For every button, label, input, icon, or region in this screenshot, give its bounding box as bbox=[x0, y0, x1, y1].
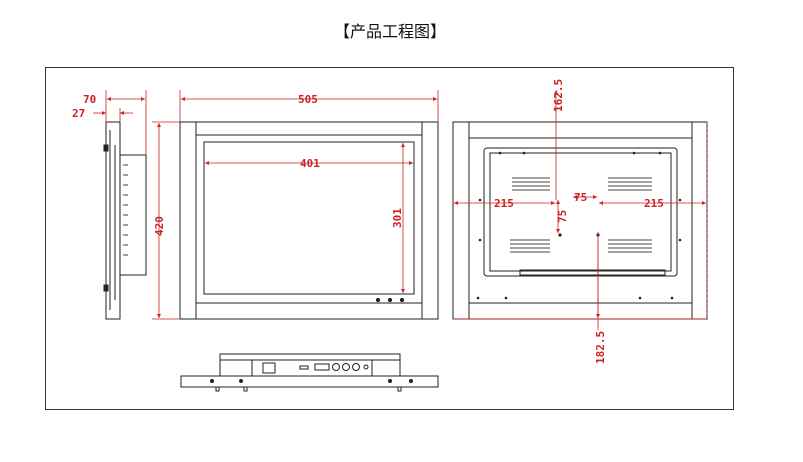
dim-back-left: 215 bbox=[494, 197, 514, 210]
side-dimension-lines bbox=[93, 90, 147, 155]
dim-back-top: 162.5 bbox=[552, 79, 565, 112]
dim-back-right: 215 bbox=[644, 197, 664, 210]
front-dimension-lines bbox=[152, 90, 439, 320]
page-title: 【产品工程图】 bbox=[333, 22, 446, 41]
dim-screen-width: 401 bbox=[300, 157, 320, 170]
dim-side-panel: 27 bbox=[72, 107, 85, 120]
dim-side-total: 70 bbox=[83, 93, 96, 106]
dim-front-width: 505 bbox=[298, 93, 318, 106]
bottom-view bbox=[180, 353, 439, 392]
back-view bbox=[452, 121, 708, 320]
dim-screen-height: 301 bbox=[391, 208, 404, 228]
drawing-frame bbox=[45, 67, 734, 410]
dim-vesa-horizontal: 75 bbox=[574, 191, 587, 204]
dim-front-height: 420 bbox=[153, 216, 166, 236]
front-view bbox=[179, 121, 439, 320]
dim-vesa-vertical: 75 bbox=[556, 210, 569, 223]
back-dimension-lines bbox=[453, 90, 708, 330]
side-view bbox=[103, 121, 147, 320]
dim-back-bottom: 182.5 bbox=[594, 331, 607, 364]
